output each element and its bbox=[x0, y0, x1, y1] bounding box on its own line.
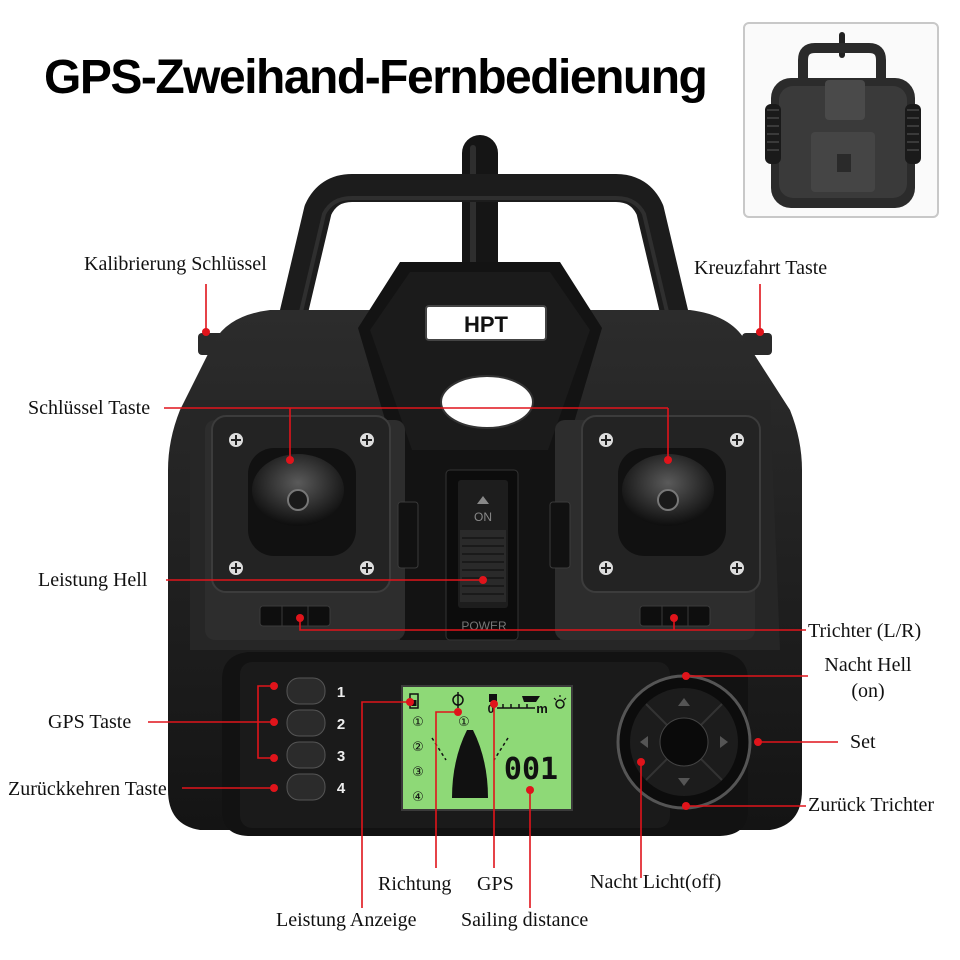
annotation-dots bbox=[202, 328, 764, 810]
label-night-light-off: Nacht Licht(off) bbox=[590, 871, 722, 893]
gps-button-number: 2 bbox=[337, 716, 345, 733]
label-night-light-on: Nacht Hell (on) bbox=[824, 654, 912, 702]
up-arrow-icon[interactable] bbox=[678, 698, 690, 706]
light-bulb-icon bbox=[553, 695, 567, 709]
boat-shape bbox=[452, 730, 488, 798]
brand-plate bbox=[425, 305, 547, 341]
label-back-hopper: Zurück Trichter bbox=[808, 794, 935, 816]
lcd-route-number: ③ bbox=[412, 765, 424, 780]
left-vertical-trim[interactable] bbox=[397, 501, 419, 569]
label-gps: GPS bbox=[477, 873, 514, 895]
label-return-button: Zurückkehren Taste bbox=[8, 778, 167, 800]
power-switch[interactable] bbox=[445, 469, 519, 641]
center-ok-button[interactable] bbox=[659, 717, 709, 767]
lcd-route-number: ④ bbox=[412, 790, 424, 805]
distance-scale bbox=[497, 704, 535, 709]
lcd-scale-zero: 0 bbox=[488, 702, 495, 716]
gps-button-4[interactable] bbox=[286, 773, 326, 801]
right-arrow-icon[interactable] bbox=[720, 736, 728, 748]
label-power-indicator: Leistung Anzeige bbox=[276, 909, 417, 931]
back-view-thumbnail bbox=[743, 22, 939, 218]
gps-button-1[interactable] bbox=[286, 677, 326, 705]
gps-button-3[interactable] bbox=[286, 741, 326, 769]
gps-signal-icon bbox=[489, 694, 497, 702]
power-on-label: ON bbox=[474, 510, 492, 524]
gps-button-2[interactable] bbox=[286, 709, 326, 737]
gps-button-number: 1 bbox=[337, 684, 345, 701]
gps-button-number: 4 bbox=[337, 780, 346, 797]
lcd-distance-readout: 001 bbox=[504, 752, 558, 787]
label-set: Set bbox=[850, 731, 876, 753]
down-arrow-icon[interactable] bbox=[678, 778, 690, 786]
carry-handle bbox=[278, 174, 690, 324]
power-label: POWER bbox=[461, 619, 507, 633]
lcd-route-number: ② bbox=[412, 740, 424, 755]
page-title: GPS-Zweihand-Fernbedienung bbox=[44, 51, 708, 104]
right-joystick[interactable] bbox=[581, 415, 761, 593]
direction-pad[interactable] bbox=[616, 674, 752, 810]
boat-mini-icon bbox=[522, 696, 540, 702]
label-direction: Richtung bbox=[378, 873, 452, 895]
left-joystick[interactable] bbox=[211, 415, 391, 593]
label-calibration-key: Kalibrierung Schlüssel bbox=[84, 253, 267, 275]
compass-icon bbox=[452, 692, 464, 708]
center-oval-window bbox=[440, 375, 534, 429]
lcd-direction-number: ① bbox=[458, 715, 470, 730]
left-horizontal-trim[interactable] bbox=[259, 605, 331, 627]
gps-button-number: 3 bbox=[337, 748, 345, 765]
label-key-button: Schlüssel Taste bbox=[28, 397, 151, 419]
remote-back-image bbox=[765, 32, 921, 208]
lcd-screen bbox=[401, 685, 573, 811]
left-arrow-icon[interactable] bbox=[640, 736, 648, 748]
label-cruise-button: Kreuzfahrt Taste bbox=[694, 257, 828, 279]
lcd-route-number: ① bbox=[412, 715, 424, 730]
label-power-light: Leistung Hell bbox=[38, 569, 148, 591]
lcd-scale-unit: m bbox=[536, 701, 548, 716]
right-vertical-trim[interactable] bbox=[549, 501, 571, 569]
brand-label: HPT bbox=[464, 312, 509, 337]
label-trim: Trichter (L/R) bbox=[808, 620, 922, 642]
label-sailing-distance: Sailing distance bbox=[461, 909, 589, 931]
label-gps-button: GPS Taste bbox=[48, 711, 132, 733]
